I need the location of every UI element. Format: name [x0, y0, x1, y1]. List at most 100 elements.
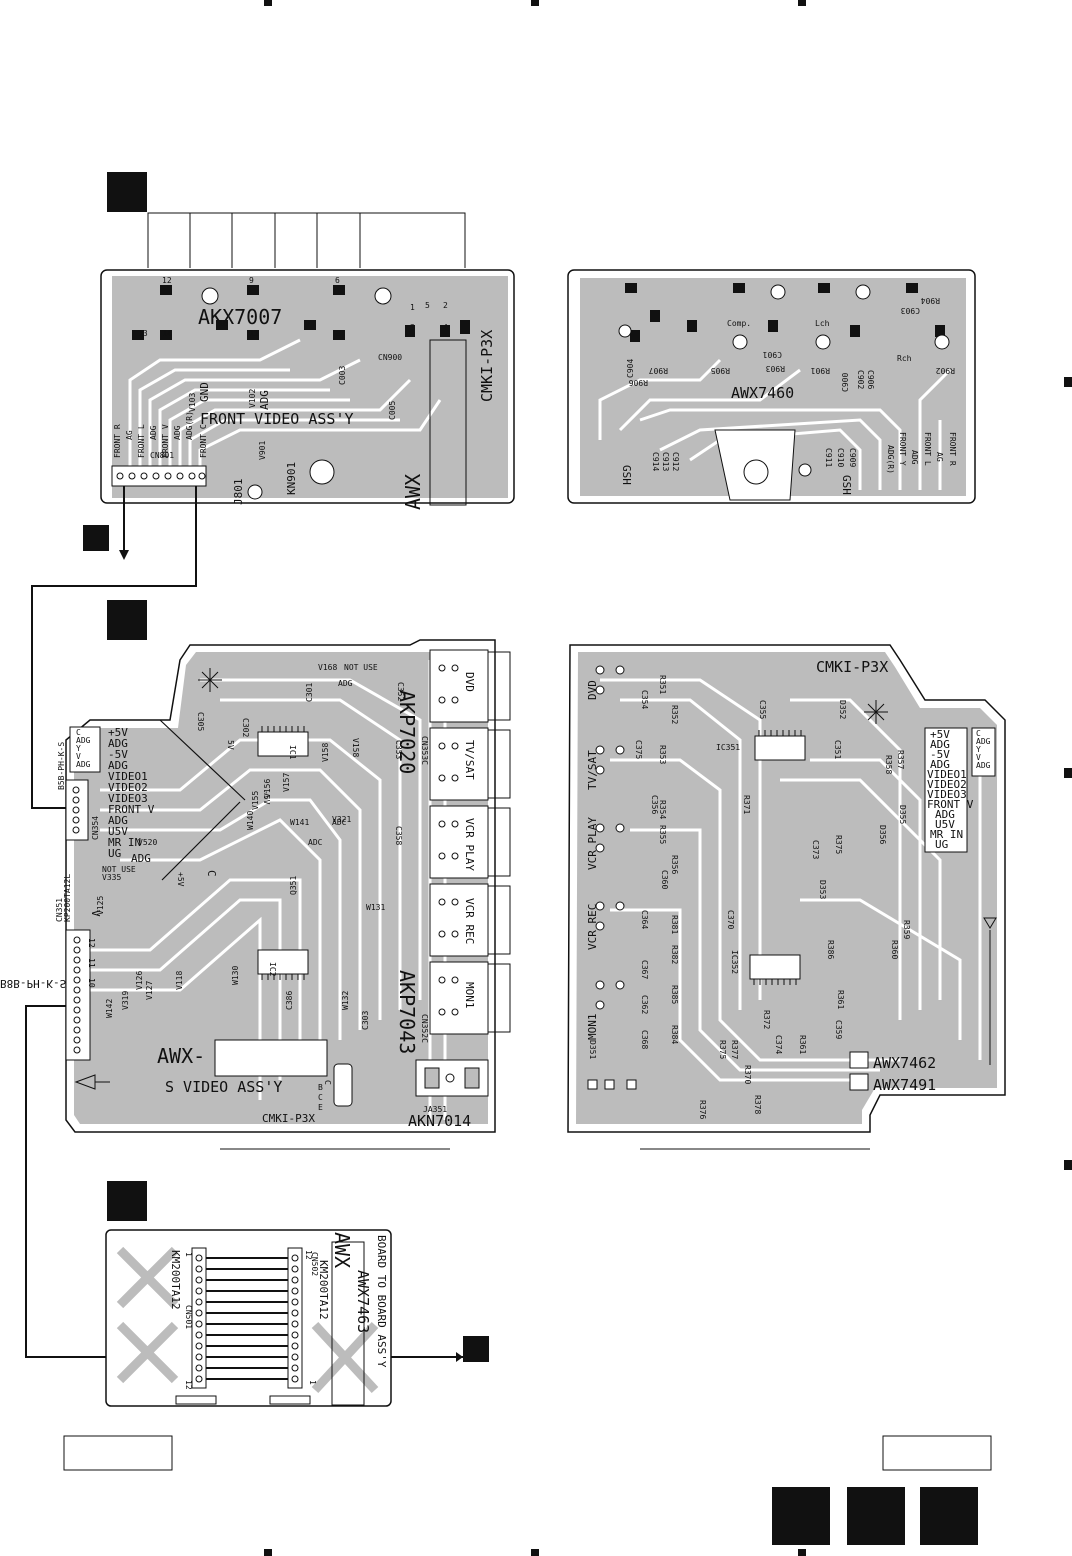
- svg-text:VCR REC: VCR REC: [586, 904, 599, 950]
- svg-text:R382: R382: [670, 945, 679, 964]
- svideo-part-1: AKP7020: [395, 690, 419, 774]
- svg-text:R902: R902: [936, 366, 955, 375]
- svg-text:R378: R378: [753, 1095, 762, 1114]
- svg-text:12: 12: [304, 1250, 313, 1260]
- section-markers: [83, 172, 978, 1545]
- svg-text:V126: V126: [135, 971, 144, 990]
- svg-text:MR IN: MR IN: [108, 836, 141, 849]
- svg-text:VIDEO1: VIDEO1: [927, 768, 967, 781]
- svg-text:ADC: ADC: [308, 838, 323, 847]
- svg-text:AG: AG: [935, 452, 944, 462]
- svg-text:C904: C904: [626, 359, 635, 378]
- svg-text:C351: C351: [833, 740, 842, 759]
- svg-text:R386: R386: [826, 940, 835, 959]
- svg-text:NOT USE: NOT USE: [102, 865, 136, 874]
- front-video-board: AKX7007 FRONT VIDEO ASS'Y CMKI-P3X AWX C…: [0, 212, 515, 990]
- svg-text:ADG: ADG: [173, 425, 182, 440]
- svideo-rear-part-b: AWX7491: [873, 1076, 936, 1094]
- svideo-rear-model: CMKI-P3X: [816, 658, 888, 676]
- svg-text:C301: C301: [305, 683, 314, 702]
- front-video-connector-part: B8B-PH-K-S: [0, 977, 66, 990]
- svg-text:ADC: ADC: [332, 818, 347, 827]
- svg-text:R370: R370: [743, 1065, 752, 1084]
- svg-text:C910: C910: [836, 448, 845, 467]
- svg-text:-5V: -5V: [930, 748, 950, 761]
- front-video-awx: AWX: [401, 474, 425, 510]
- svg-text:C005: C005: [388, 401, 397, 420]
- svg-text:V127: V127: [145, 981, 154, 1000]
- svg-text:C903: C903: [901, 306, 920, 315]
- svg-text:V168: V168: [318, 663, 337, 672]
- front-rear-labels: R904 C903 Comp. Lch Rch R902 C901 C904 R…: [620, 296, 955, 495]
- svg-text:D355: D355: [898, 805, 907, 824]
- svideo-part-3: AKN7014: [408, 1112, 471, 1130]
- svg-text:ADG: ADG: [149, 425, 158, 440]
- svg-text:VIDEO3: VIDEO3: [927, 788, 967, 801]
- svg-text:VIDEO2: VIDEO2: [927, 778, 967, 791]
- svideo-connector-part: B5B-PH-K-S: [57, 742, 66, 790]
- spark-icon: [864, 700, 888, 724]
- front-video-labels: V103 V102 GND ADG V901 C003 C005 CN900: [188, 353, 402, 460]
- svg-text:V118: V118: [175, 971, 184, 990]
- svg-text:6: 6: [335, 276, 340, 285]
- svg-text:DVD: DVD: [463, 672, 476, 692]
- svideo-connector: CN354: [91, 816, 100, 840]
- svg-text:10: 10: [218, 319, 228, 328]
- svideo-part-2: AKP7043: [395, 970, 419, 1054]
- svg-text:R371: R371: [742, 795, 751, 814]
- svg-text:R376: R376: [698, 1100, 707, 1119]
- svg-text:C353: C353: [394, 740, 403, 759]
- svideo-ic-2: IC2: [268, 962, 277, 977]
- svg-text:ADG: ADG: [976, 761, 991, 770]
- svg-text:C303: C303: [361, 1011, 370, 1030]
- svideo-pin-numbers: 12 11 10: [87, 938, 96, 988]
- svg-text:ADG: ADG: [930, 738, 950, 751]
- svideo-rear-box-labels: C ADG Y V ADG: [976, 729, 991, 770]
- svg-text:C355: C355: [758, 700, 767, 719]
- b2b-conn-a-part: KM200TA12: [169, 1250, 182, 1310]
- svg-text:VCR PLAY: VCR PLAY: [586, 817, 599, 870]
- svideo-board: IC1 IC2 AWX- S VIDEO ASS'Y CMKI-P3X AKP7…: [55, 639, 511, 1133]
- svg-text:E: E: [318, 1103, 323, 1112]
- svg-text:R352: R352: [670, 705, 679, 724]
- svg-text:FRONT L: FRONT L: [137, 424, 146, 458]
- svg-text:R903: R903: [766, 364, 785, 373]
- svg-text:MON1: MON1: [463, 982, 476, 1009]
- svg-text:V156: V156: [263, 779, 272, 798]
- svg-text:7: 7: [306, 319, 311, 328]
- svg-text:1: 1: [308, 1380, 317, 1385]
- svg-text:UG: UG: [108, 847, 121, 860]
- front-video-board-id: AKX7007: [198, 305, 282, 329]
- svg-text:D351: D351: [588, 1040, 597, 1059]
- svg-text:FRONT C: FRONT C: [199, 424, 208, 458]
- svg-text:-5V: -5V: [108, 748, 128, 761]
- svg-text:ADG: ADG: [258, 390, 271, 410]
- svg-text:C913: C913: [661, 452, 670, 471]
- svg-text:NOT USE: NOT USE: [344, 663, 378, 672]
- svg-text:ADG: ADG: [338, 679, 353, 688]
- svideo-jack-names: DVD TV/SAT VCR PLAY VCR REC MON1: [463, 672, 476, 1009]
- svg-text:V158: V158: [321, 743, 330, 762]
- svg-text:V335: V335: [102, 873, 121, 882]
- svg-text:ADG(R): ADG(R): [185, 411, 194, 440]
- svg-text:AG: AG: [125, 430, 134, 440]
- svg-text:3: 3: [410, 323, 415, 332]
- svg-text:C354: C354: [640, 690, 649, 709]
- svg-text:14: 14: [162, 329, 172, 338]
- svg-text:V: V: [976, 753, 981, 762]
- svideo-q351: C: [323, 1080, 332, 1085]
- svg-text:12: 12: [162, 276, 172, 285]
- svg-text:D352: D352: [838, 700, 847, 719]
- svg-text:V157: V157: [282, 773, 291, 792]
- svg-text:W130: W130: [231, 966, 240, 985]
- svideo-awx: AWX-: [157, 1044, 205, 1068]
- svg-text:C914: C914: [651, 452, 660, 471]
- svg-text:1: 1: [410, 303, 415, 312]
- svg-text:R360: R360: [890, 940, 899, 959]
- registration-marks: [264, 0, 1072, 1556]
- front-video-board-name: FRONT VIDEO ASS'Y: [200, 410, 354, 428]
- svg-text:C: C: [76, 728, 81, 737]
- svg-text:ADG: ADG: [935, 808, 955, 821]
- b2b-board-id: AWX7463: [354, 1270, 372, 1333]
- svg-text:R906: R906: [629, 378, 648, 387]
